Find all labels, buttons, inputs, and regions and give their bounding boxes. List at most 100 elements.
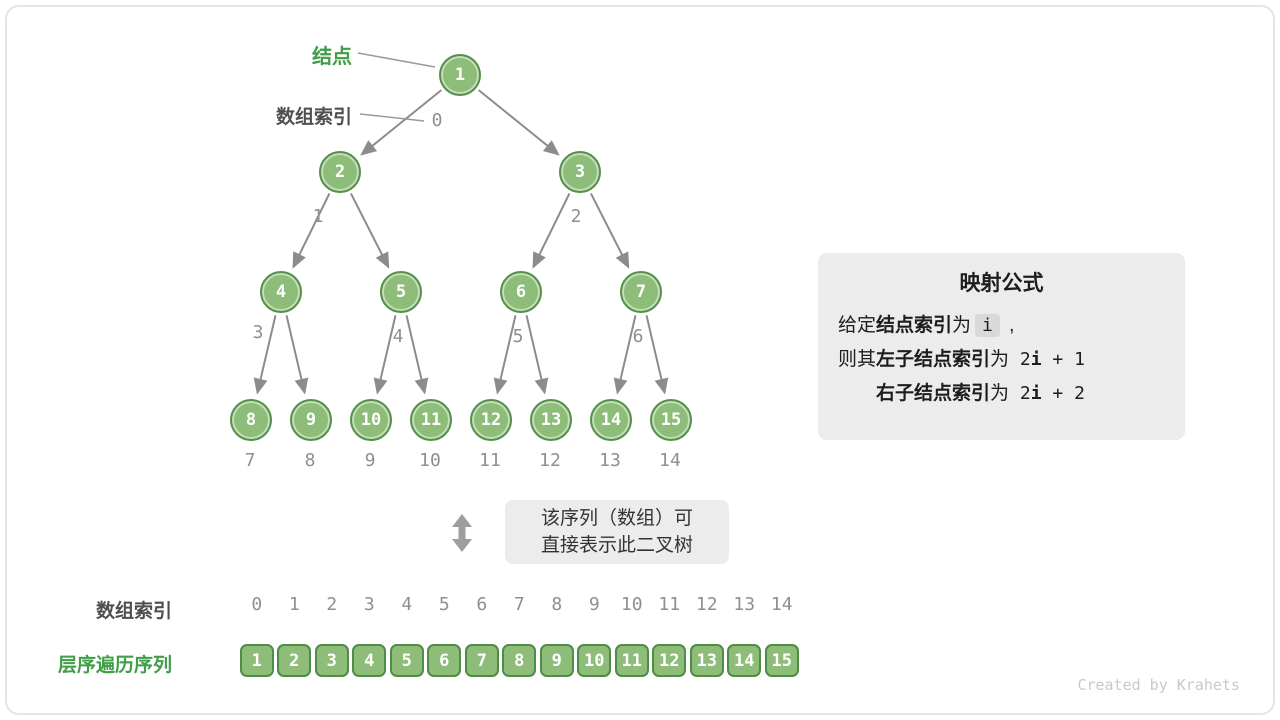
- tree-node-7: 7: [620, 271, 662, 313]
- sequence-cell: 14: [726, 644, 764, 677]
- array-index-value: 11: [658, 594, 681, 615]
- formula-line-2: 则其左子结点索引为 2i + 1: [838, 343, 1165, 377]
- sequence-cell: 3: [313, 644, 351, 677]
- sequence-value: 14: [727, 644, 762, 677]
- array-index-row: 0 1 2 3 4 5 6 7 8 9 10 11 12 13 14: [238, 594, 801, 615]
- sequence-value: 2: [277, 644, 312, 677]
- formula-code: 2i + 1: [1009, 349, 1085, 370]
- array-index-value: 5: [438, 594, 450, 615]
- tree-node-4: 4: [260, 271, 302, 313]
- tree-edge: [532, 193, 571, 269]
- sequence-cell: 9: [538, 644, 576, 677]
- tree-edge: [360, 89, 442, 156]
- node-index-label: 3: [252, 322, 264, 343]
- tree-node-9: 9: [290, 399, 332, 441]
- formula-text: 给定: [838, 315, 877, 336]
- array-index-value: 1: [288, 594, 300, 615]
- annotation-line-2: 直接表示此二叉树: [540, 535, 693, 556]
- formula-text-bold: 右子结点索引: [876, 383, 991, 404]
- tree-edge: [350, 192, 390, 269]
- node-index-label: 10: [419, 450, 441, 471]
- tree-node-2: 2: [319, 151, 361, 193]
- tree-edge: [478, 89, 560, 156]
- formula-text: 为: [952, 315, 972, 336]
- array-index-value: 14: [770, 594, 793, 615]
- sequence-cell: 8: [501, 644, 539, 677]
- formula-text-bold: 结点索引: [876, 315, 953, 336]
- node-index-label: 4: [392, 326, 404, 347]
- node-index-label: 6: [632, 326, 644, 347]
- formula-text-bold: 左子结点索引: [876, 349, 991, 370]
- watermark: Created by Krahets: [1077, 676, 1240, 694]
- annotation-box: 该序列（数组）可 直接表示此二叉树: [505, 500, 729, 564]
- node-index-label: 13: [599, 450, 621, 471]
- sequence-value: 9: [539, 644, 574, 677]
- array-index-value: 8: [551, 594, 563, 615]
- level-order-sequence-row: 1 2 3 4 5 6 7 8 9 10 11 12 13 14 15: [238, 644, 801, 677]
- sequence-cell: 13: [688, 644, 726, 677]
- tree-edge: [405, 315, 429, 395]
- array-index-value: 6: [476, 594, 488, 615]
- sequence-cell: 6: [426, 644, 464, 677]
- tree-node-12: 12: [470, 399, 512, 441]
- node-pointer-line: [357, 52, 436, 68]
- updown-arrow-icon: [452, 514, 472, 552]
- array-index-value: 0: [251, 594, 263, 615]
- formula-text: 则其: [838, 349, 877, 370]
- node-index-label: 7: [244, 450, 256, 471]
- sequence-cell: 4: [351, 644, 389, 677]
- tree-node-8: 8: [230, 399, 272, 441]
- node-index-label: 5: [512, 326, 524, 347]
- formula-code-text: + 1: [1041, 349, 1085, 370]
- sequence-value: 5: [389, 644, 424, 677]
- node-index-label: 11: [479, 450, 501, 471]
- formula-code-i: i: [975, 314, 1000, 337]
- tree-node-13: 13: [530, 399, 572, 441]
- sequence-cell: 10: [576, 644, 614, 677]
- array-index-value: 2: [326, 594, 338, 615]
- formula-code-text: 2: [1009, 349, 1031, 370]
- array-index-value: 4: [401, 594, 413, 615]
- array-index-pointer-line: [359, 113, 425, 122]
- sequence-row-label: 层序遍历序列: [57, 655, 172, 676]
- tree-node-1: 1: [439, 54, 481, 96]
- formula-text: 为: [990, 349, 1010, 370]
- formula-text: 为: [990, 383, 1010, 404]
- annotation-line-1: 该序列（数组）可: [540, 508, 693, 529]
- sequence-cell: 1: [238, 644, 276, 677]
- tree-node-11: 11: [410, 399, 452, 441]
- tree-edge: [285, 315, 309, 395]
- sequence-cell: 7: [463, 644, 501, 677]
- array-index-value: 10: [620, 594, 643, 615]
- sequence-value: 3: [314, 644, 349, 677]
- formula-code-i: i: [1030, 383, 1042, 404]
- tree-edge: [525, 315, 549, 395]
- node-index-label: 2: [570, 206, 582, 227]
- tree-node-6: 6: [500, 271, 542, 313]
- node-index-label: 1: [312, 206, 324, 227]
- sequence-value: 11: [614, 644, 649, 677]
- array-index-row-label: 数组索引: [95, 601, 172, 622]
- node-index-label: 12: [539, 450, 561, 471]
- array-index-value: 13: [733, 594, 756, 615]
- array-index-value: 7: [513, 594, 525, 615]
- sequence-cell: 15: [763, 644, 801, 677]
- sequence-value: 13: [689, 644, 724, 677]
- node-index-label: 14: [659, 450, 681, 471]
- node-index-label: 0: [431, 110, 443, 131]
- formula-code-text: + 2: [1041, 383, 1085, 404]
- sequence-value: 7: [464, 644, 499, 677]
- sequence-value: 12: [652, 644, 687, 677]
- formula-code-i: i: [1030, 349, 1042, 370]
- tree-edge: [373, 315, 397, 395]
- sequence-value: 4: [352, 644, 387, 677]
- formula-text: ,: [1003, 315, 1015, 336]
- formula-code-text: 2: [1009, 383, 1031, 404]
- sequence-value: 1: [239, 644, 274, 677]
- array-index-value: 3: [363, 594, 375, 615]
- sequence-cell: 2: [276, 644, 314, 677]
- node-pointer-label: 结点: [312, 46, 352, 68]
- array-index-value: 9: [588, 594, 600, 615]
